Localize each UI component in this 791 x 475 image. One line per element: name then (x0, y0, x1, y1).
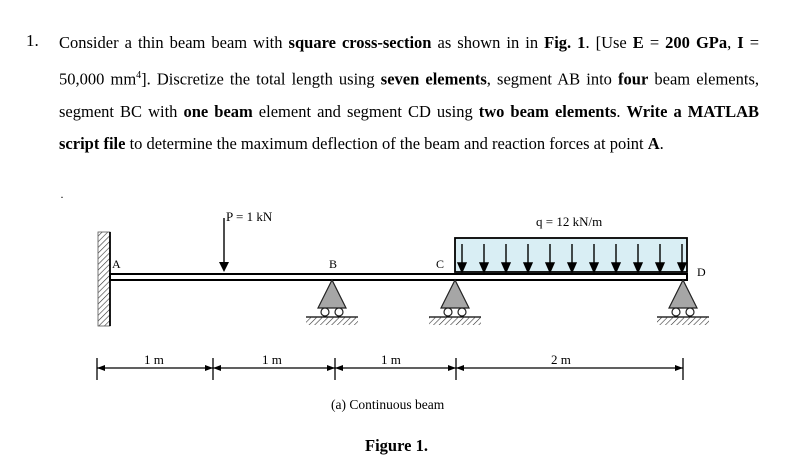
distributed-load-arrowhead (588, 262, 600, 274)
distributed-load-arrowhead (456, 262, 468, 274)
distributed-load-arrowhead (654, 262, 666, 274)
distributed-load-arrowhead (522, 262, 534, 274)
dimension-label-1: 1 m (144, 352, 164, 367)
load-q-label: q = 12 kN/m (536, 214, 603, 229)
support-b (306, 278, 358, 325)
distributed-load-arrowhead (478, 262, 490, 274)
point-d-label: D (697, 265, 706, 279)
dimension-label-3: 1 m (381, 352, 401, 367)
question-text: Consider a thin beam beam with square cr… (59, 33, 760, 154)
support-d (657, 278, 709, 325)
load-p-label: P = 1 kN (226, 209, 273, 224)
figure-caption: (a) Continuous beam (331, 397, 445, 412)
point-c-label: C (436, 257, 445, 271)
fixed-wall (97, 231, 111, 327)
dimension-line (96, 358, 684, 380)
point-a-label: A (112, 257, 121, 271)
question-number: 1. (26, 31, 39, 50)
stray-mark: · (60, 190, 64, 204)
distributed-load-arrowhead (632, 262, 644, 274)
support-c (429, 278, 481, 325)
dimension-label-4: 2 m (551, 352, 571, 367)
distributed-load-arrowhead (676, 262, 688, 274)
distributed-load (454, 237, 688, 274)
distributed-load-arrowhead (500, 262, 512, 274)
dimension-label-2: 1 m (262, 352, 282, 367)
distributed-load-arrowhead (566, 262, 578, 274)
distributed-load-arrowhead (610, 262, 622, 274)
distributed-load-arrowhead (544, 262, 556, 274)
figure-title: Figure 1. (365, 436, 428, 455)
point-load-arrow (219, 218, 229, 272)
beam (109, 273, 688, 281)
point-b-label: B (329, 257, 338, 271)
